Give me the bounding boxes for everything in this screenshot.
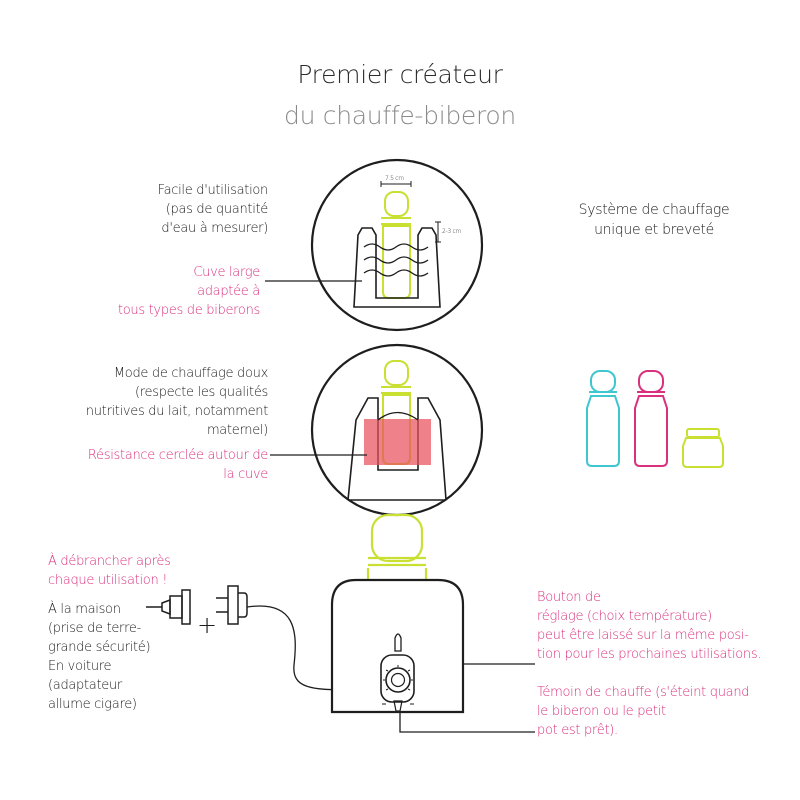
indicator-light-icon — [393, 700, 403, 712]
width-dimension-label: 7.5 cm — [385, 175, 404, 182]
heating-resistance — [364, 419, 431, 465]
gap-dimension — [435, 221, 441, 243]
annotation-resistance: Résistance cerclée autour de la cuve — [87, 448, 268, 482]
title-line-1: Premier créateur — [297, 60, 503, 89]
annotation-home-car: À la maison (prise de terre- grande sécu… — [48, 602, 151, 712]
device-body — [330, 578, 465, 714]
bottle-warmer-device — [330, 513, 465, 714]
tank-outline-2 — [347, 397, 447, 501]
resistance-detail-circle — [310, 343, 484, 517]
heat-indicator-icon — [394, 633, 402, 652]
width-dimension — [380, 181, 412, 187]
bottle-in-tank-icon — [381, 191, 411, 299]
cyan-bottle-icon — [586, 370, 620, 467]
top-bottle-icon — [366, 513, 428, 580]
water-waves — [363, 243, 429, 277]
dial-housing — [380, 654, 415, 703]
mains-plug-icon — [216, 585, 248, 625]
temperature-dial — [385, 667, 411, 693]
annotation-indicator-light: Témoin de chauffe (s'éteint quand le bib… — [537, 685, 750, 738]
car-adapter-icon — [146, 589, 191, 625]
tank-detail-circle — [310, 158, 484, 332]
pink-bottle-icon — [634, 370, 668, 467]
title-line-2: du chauffe-biberon — [284, 101, 516, 130]
gap-dimension-label: 2-3 cm — [442, 228, 462, 235]
annotation-gentle-heating: Mode de chauffage doux (respecte les qua… — [85, 366, 269, 438]
baby-food-jar-icon — [682, 428, 724, 468]
annotation-unplug: À débrancher après chaque utilisation ! — [48, 554, 171, 588]
annotation-heating-system: Système de chauffage unique et breveté — [578, 202, 730, 238]
annotation-wide-tank: Cuve large adaptée à tous types de biber… — [117, 265, 260, 318]
leader-lines — [246, 280, 535, 733]
annotation-easy-use: Facile d'utilisation (pas de quantité d'… — [157, 183, 269, 236]
tank-outline — [353, 227, 441, 308]
annotation-dial-button: Bouton de réglage (choix température) pe… — [537, 590, 762, 662]
plus-sign: + — [197, 611, 217, 639]
